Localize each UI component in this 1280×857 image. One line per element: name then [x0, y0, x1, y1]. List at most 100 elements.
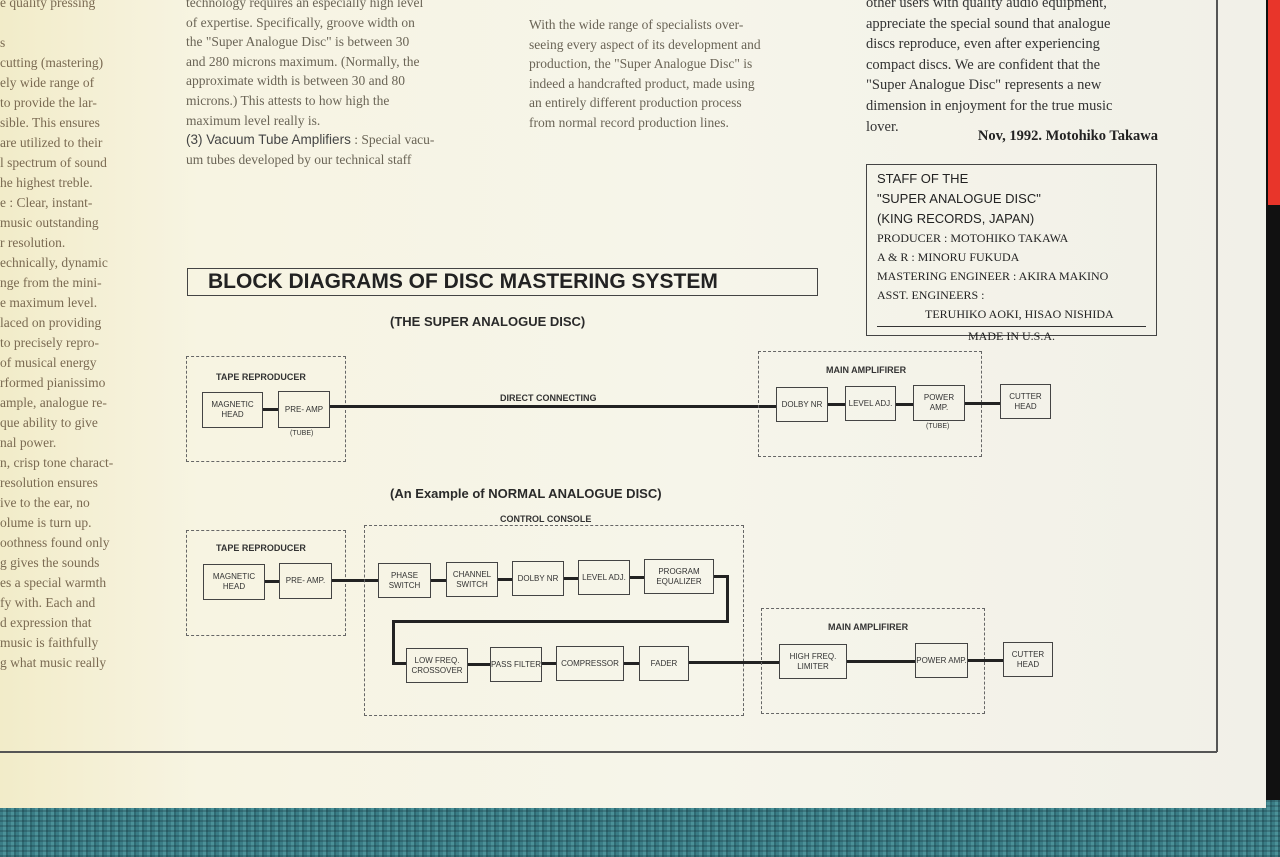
text-line: (3) Vacuum Tube Amplifiers : Special vac… [186, 130, 478, 150]
block-power-amp: POWER AMP. [915, 643, 968, 678]
text-line: rformed pianissimo [0, 375, 106, 390]
text-line: nge from the mini- [0, 275, 102, 290]
control-console-group [364, 525, 744, 716]
text-line: r resolution. [0, 235, 66, 250]
text-line: "Super Analogue Disc" represents a new [866, 77, 1102, 94]
text-line: compact discs. We are confident that the [866, 56, 1101, 73]
text-line: d expression that [0, 615, 92, 630]
block-pass-filter: PASS FILTER [490, 647, 542, 682]
text-line: and 280 microns maximum. (Normally, the [186, 53, 420, 69]
text-line: sible. This ensures [0, 115, 100, 130]
direct-connecting-label: DIRECT CONNECTING [500, 393, 597, 403]
connector [689, 661, 779, 664]
block-pre-amp: PRE- AMP. [279, 563, 332, 599]
connector [624, 662, 639, 665]
text-line: lover. [866, 118, 899, 135]
text-line: resolution ensures [0, 475, 98, 490]
diagram-title: BLOCK DIAGRAMS OF DISC MASTERING SYSTEM [187, 268, 818, 296]
text-line: discs reproduce, even after experiencing [866, 36, 1100, 53]
text-line: echnically, dynamic [0, 255, 108, 270]
block-phase-switch: PHASE SWITCH [378, 563, 431, 598]
block-magnetic-head: MAGNETIC HEAD [203, 564, 265, 600]
block-channel-switch: CHANNEL SWITCH [446, 562, 498, 597]
text-line: olume is turn up. [0, 515, 92, 530]
text-line: e : Clear, instant- [0, 195, 93, 210]
page-frame-bottom [0, 751, 1217, 753]
staff-heading: (KING RECORDS, JAPAN) [877, 211, 1035, 226]
text-line: With the wide range of specialists over- [529, 17, 744, 32]
staff-line: A & R : MINORU FUKUDA [877, 250, 1020, 264]
connector [828, 403, 845, 406]
text-column-4: other users with quality audio equipment… [866, 0, 1158, 137]
block-cutter-head: CUTTER HEAD [1003, 642, 1053, 677]
text-line: appreciate the special sound that analog… [866, 15, 1111, 32]
made-in: MADE IN U.S.A. [877, 326, 1146, 345]
connector [332, 579, 378, 582]
text-line: music is faithfully [0, 635, 99, 650]
text-line: music outstanding [0, 215, 99, 230]
text-line: ample, analogue re- [0, 395, 107, 410]
text-line: dimension in enjoyment for the true musi… [866, 97, 1113, 114]
text-line: approximate width is between 30 and 80 [186, 73, 405, 89]
text-line: indeed a handcrafted product, made using [529, 75, 755, 91]
connector [542, 662, 556, 665]
text-line: he highest treble. [0, 175, 93, 190]
block-magnetic-head: MAGNETIC HEAD [202, 392, 263, 428]
connector [265, 580, 279, 583]
connector [630, 576, 644, 579]
text-line: from normal record production lines. [529, 114, 729, 130]
staff-credits-box: STAFF OF THE "SUPER ANALOGUE DISC" (KING… [866, 164, 1157, 343]
text-line: of musical energy [0, 355, 97, 370]
block-power-amp: POWER AMP. [913, 385, 965, 421]
text-line: technology requires an especially high l… [186, 0, 424, 10]
group-label: CONTROL CONSOLE [500, 514, 592, 524]
text-line: the "Super Analogue Disc" is between 30 [186, 34, 410, 50]
text-line: que ability to give [0, 415, 98, 430]
text-line: um tubes developed by our technical staf… [186, 151, 412, 167]
text-line: e maximum level. [0, 295, 98, 310]
text-line: cutting (mastering) [0, 55, 104, 70]
block-cutter-head: CUTTER HEAD [1000, 384, 1051, 419]
connector [392, 620, 729, 623]
text-line: maximum level really is. [186, 112, 321, 128]
super-subtitle: (THE SUPER ANALOGUE DISC) [390, 314, 586, 329]
text-line: microns.) This attests to how high the [186, 92, 390, 108]
connector [564, 577, 578, 580]
text-line: ive to the ear, no [0, 495, 90, 510]
text-line: fy with. Each and [0, 595, 96, 610]
connector [726, 575, 729, 623]
block-fader: FADER [639, 646, 689, 681]
connector [392, 662, 406, 665]
subheading: (3) Vacuum Tube Amplifiers [186, 132, 351, 148]
group-label: MAIN AMPLIFIRER [828, 622, 909, 632]
text-line: production, the "Super Analogue Disc" is [529, 56, 753, 72]
text-line: nal power. [0, 435, 57, 450]
block-pre-amp: PRE- AMP [278, 391, 330, 428]
text-column-3: With the wide range of specialists over-… [529, 15, 817, 133]
text-line: other users with quality audio equipment… [866, 0, 1107, 11]
tape-reproducer-group [186, 356, 346, 462]
connector [714, 575, 729, 578]
text-line: to precisely repro- [0, 335, 99, 350]
text-line: l spectrum of sound [0, 155, 107, 170]
text-line: g what music really [0, 655, 107, 670]
text-column-2: technology requires an especially high l… [186, 0, 478, 169]
text-line: ely wide range of [0, 75, 95, 90]
group-label: TAPE REPRODUCER [216, 543, 306, 553]
tube-note: (TUBE) [926, 423, 950, 430]
connector [263, 408, 278, 411]
connector [468, 663, 490, 666]
sleeve-edge-red [1268, 0, 1280, 205]
staff-line: PRODUCER : MOTOHIKO TAKAWA [877, 231, 1069, 245]
connector [392, 620, 395, 665]
text-line: e quality pressing [0, 0, 96, 10]
signature: Nov, 1992. Motohiko Takawa [977, 128, 1158, 144]
block-level-adj: LEVEL ADJ. [845, 386, 896, 421]
text-line: of expertise. Specifically, groove width… [186, 14, 415, 30]
page-frame-right [1216, 0, 1218, 752]
text-line: are utilized to their [0, 135, 103, 150]
text-line: seeing every aspect of its development a… [529, 36, 761, 52]
text-line: an entirely different production process [529, 95, 742, 111]
